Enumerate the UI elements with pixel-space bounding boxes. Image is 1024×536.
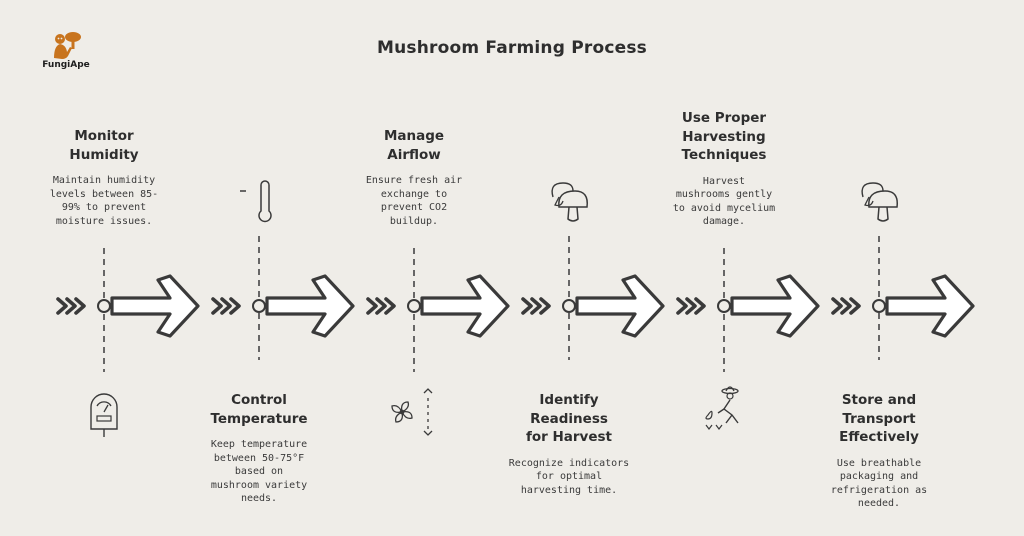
step-description-line: packaging and (839, 471, 919, 482)
process-arrow (885, 274, 975, 338)
thermometer-icon (240, 180, 272, 223)
ape-with-mushroom-logo-icon (54, 32, 81, 59)
process-arrow (110, 274, 200, 338)
chevrons-icon (56, 297, 86, 315)
step-description-line: to avoid mycelium (672, 202, 776, 214)
brand-name: FungiApe (42, 60, 90, 70)
step-description-line: between 50-75°F (213, 452, 305, 464)
step-description-line: Harvest (702, 175, 746, 187)
fan-airflow-icon (391, 388, 433, 436)
chevrons-icon (521, 297, 551, 315)
step-description: Harvest mushrooms gently to avoid mycelium… (649, 175, 799, 229)
step-description-line: damage. (702, 216, 746, 227)
step-description-line: Maintain humidity (52, 175, 156, 186)
mushroom-icon (861, 182, 898, 222)
farmer-harvesting-icon (705, 386, 739, 430)
step-description-line: Keep temperature (210, 439, 308, 450)
step-heading-line: Harvesting (682, 128, 766, 145)
page-title: Mushroom Farming Process (377, 38, 647, 58)
step-description-line: buildup. (389, 215, 439, 227)
chevrons-icon (366, 297, 396, 315)
junction-node (872, 299, 886, 313)
step-heading-line: Use Proper (681, 110, 767, 126)
step-description-line: Ensure fresh air (365, 175, 463, 186)
step-heading-line: Airflow (387, 146, 441, 163)
step-description: Ensure fresh air exchange to prevent CO2 bu… (339, 174, 489, 228)
process-arrow (575, 274, 665, 338)
step-description: Keep temperature between 50-75°F based on m… (184, 438, 334, 506)
step-heading-line: Identify (539, 392, 599, 408)
chevrons-icon (211, 297, 241, 315)
mushroom-icon (551, 182, 588, 222)
step-description-line: levels between 85- (49, 188, 159, 200)
step-description-line: prevent CO2 (380, 202, 448, 213)
junction-node (407, 299, 421, 313)
step-description-line: moisture issues. (55, 215, 153, 227)
step-heading-line: Techniques (681, 147, 767, 163)
process-arrow (420, 274, 510, 338)
step-description-line: harvesting time. (520, 484, 618, 496)
step-description-line: mushroom variety (210, 479, 308, 491)
chevrons-icon (831, 297, 861, 315)
chevrons-icon (676, 297, 706, 315)
step-description-line: needs. (240, 493, 278, 504)
step-description-line: based on (234, 466, 284, 477)
junction-node (97, 299, 111, 313)
junction-node (717, 299, 731, 313)
step-heading-line: Control (231, 392, 287, 408)
step-heading-line: Monitor (74, 128, 134, 144)
step-description-line: mushrooms gently (675, 189, 773, 200)
step-description-line: refrigeration as (830, 484, 928, 496)
step-description-line: exchange to (380, 188, 448, 200)
step-description-line: for optimal (535, 471, 603, 482)
step-heading-line: Manage (383, 128, 445, 144)
step-heading-line: Temperature (210, 410, 308, 427)
step-heading-line: Transport (842, 410, 916, 427)
step-heading-line: Humidity (69, 146, 139, 163)
step-heading-line: Effectively (839, 429, 919, 445)
step-description-line: Use breathable (836, 457, 922, 469)
process-arrow (730, 274, 820, 338)
hygrometer-icon (90, 393, 118, 437)
process-arrow (265, 274, 355, 338)
step-description: Use breathable packaging and refrigeration… (804, 457, 954, 511)
brand-logo: FungiApe (38, 30, 94, 70)
step-description: Maintain humidity levels between 85- 99% t… (29, 174, 179, 228)
step-heading-line: Readiness (530, 410, 608, 427)
junction-node (562, 299, 576, 313)
step-heading-line: Store and (841, 392, 917, 408)
step-description: Recognize indicators for optimal harvestin… (494, 457, 644, 498)
junction-node (252, 299, 266, 313)
step-heading-line: for Harvest (525, 429, 613, 445)
step-description-line: Recognize indicators (508, 457, 630, 469)
step-description-line: needed. (857, 498, 901, 509)
step-description-line: 99% to prevent (61, 202, 147, 213)
